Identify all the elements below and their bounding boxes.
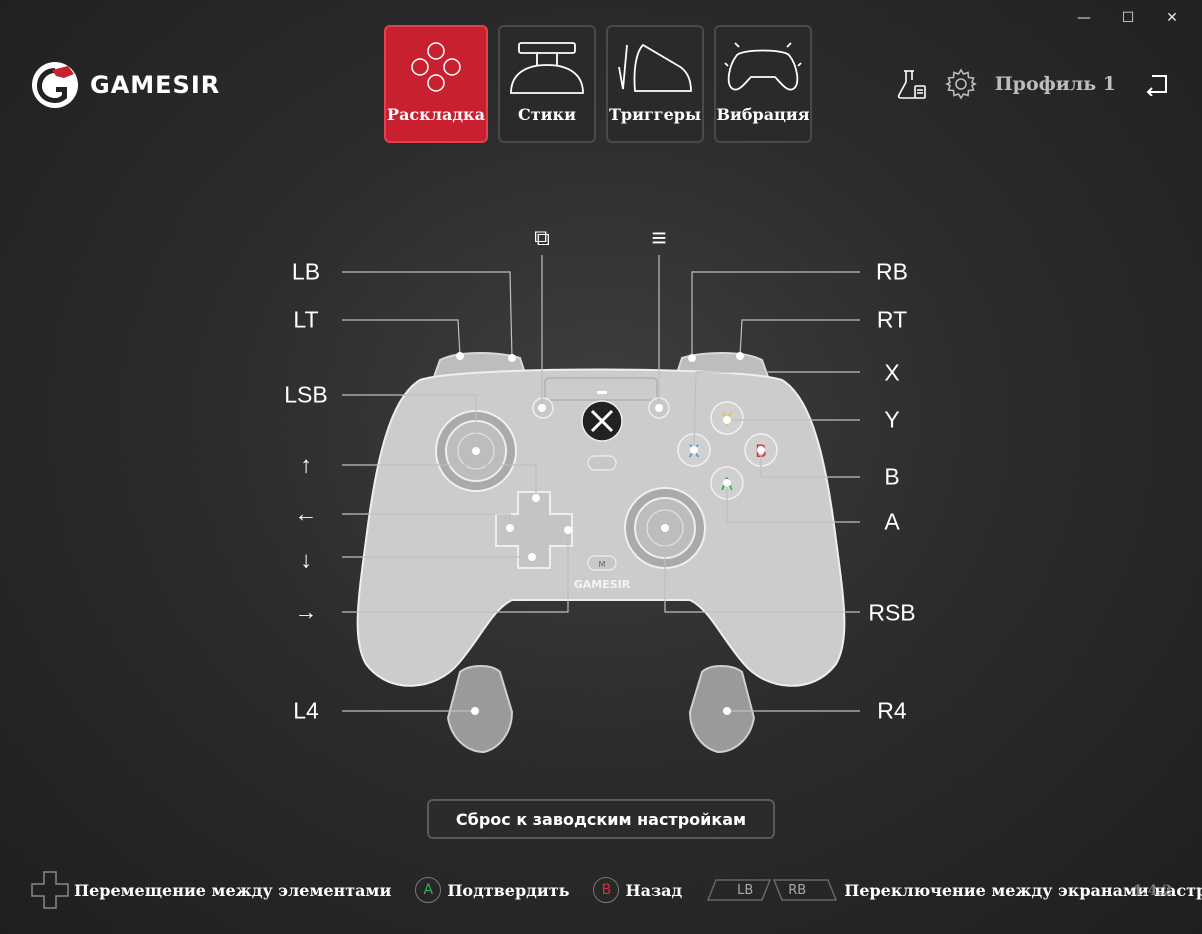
settings-gear-icon[interactable] [944,68,977,100]
tab-label: Стики [518,105,576,124]
nav-hint: Перемещение между элементами [30,870,391,910]
brand-logo: GAMESIR [30,60,220,110]
map-label-dpad-down[interactable]: ↓ [300,546,312,573]
map-label-menu[interactable]: ≡ [651,222,667,253]
back-hint-text: Назад [625,880,683,900]
back-arrow-icon[interactable] [1144,72,1172,96]
map-label-dpad-left[interactable]: ← [294,500,318,527]
reset-defaults-button[interactable]: Сброс к заводским настройкам [427,799,775,839]
map-label-rt[interactable]: RT [876,306,908,333]
share-button [587,455,617,471]
map-label-dpad-up[interactable]: ↑ [300,451,312,478]
gamesir-logo-icon [32,62,78,108]
vibration-icon [721,35,805,99]
rb-bumper-icon: RB [772,878,838,902]
anchor-dots [456,352,765,715]
switch-hint-text: Переключение между экранами настроек [844,880,1202,900]
map-label-lsb[interactable]: LSB [284,381,328,408]
window-controls: — ☐ ✕ [1062,6,1194,30]
confirm-hint: A Подтвердить [415,877,569,903]
map-label-dpad-right[interactable]: → [294,598,318,625]
tab-label: Раскладка [387,105,485,124]
app-version: 1.4.2 [1133,883,1172,899]
footer-hints: Перемещение между элементами A Подтверди… [30,870,1202,910]
map-label-rsb[interactable]: RSB [868,599,916,626]
back-hint: B Назад [593,877,682,903]
map-label-lt[interactable]: LT [293,306,319,333]
maximize-button[interactable]: ☐ [1121,10,1135,26]
map-label-lb[interactable]: LB [291,258,321,285]
map-label-rb[interactable]: RB [876,258,908,285]
tab-vibration[interactable]: Вибрация [714,25,812,143]
tab-sticks[interactable]: Стики [498,25,596,143]
lab-flask-icon[interactable] [897,68,927,100]
map-label-a[interactable]: A [884,508,900,535]
tab-triggers[interactable]: Триггеры [606,25,704,143]
svg-text:GAMESIR: GAMESIR [574,578,631,591]
top-bar [544,377,658,401]
r4-paddle [688,665,756,754]
close-button[interactable]: ✕ [1166,10,1178,26]
brand-name: GAMESIR [90,71,221,99]
m-button [587,555,617,571]
tab-label: Триггеры [609,105,701,124]
minimize-button[interactable]: — [1077,10,1091,26]
confirm-hint-text: Подтвердить [447,880,570,900]
switch-hint: LB RB Переключение между экранами настро… [706,878,1202,902]
map-label-y[interactable]: Y [884,406,900,433]
svg-text:M: M [599,560,606,569]
trigger-icon [613,35,697,99]
dpad-hint-icon [31,871,69,909]
tab-bar: Раскладка Стики Триггеры Вибрация [384,25,812,143]
map-label-x[interactable]: X [884,359,900,386]
nav-hint-text: Перемещение между элементами [74,880,392,900]
a-button-icon: A [415,877,442,903]
leader-lines [342,255,860,712]
map-label-l4[interactable]: L4 [293,697,319,724]
tab-label: Вибрация [716,105,810,124]
thumbstick-icon [507,35,587,99]
l4-paddle [446,665,514,754]
map-label-b[interactable]: B [884,463,900,490]
lb-bumper-icon: LB [706,878,772,902]
b-button-icon: B [593,877,620,903]
header-actions: Профиль 1 [897,68,1172,100]
dpad-icon [408,35,464,99]
map-label-view[interactable]: ⧉ [534,225,550,250]
profile-label[interactable]: Профиль 1 [994,73,1116,95]
tab-layout[interactable]: Раскладка [384,25,488,143]
map-label-r4[interactable]: R4 [877,697,907,724]
